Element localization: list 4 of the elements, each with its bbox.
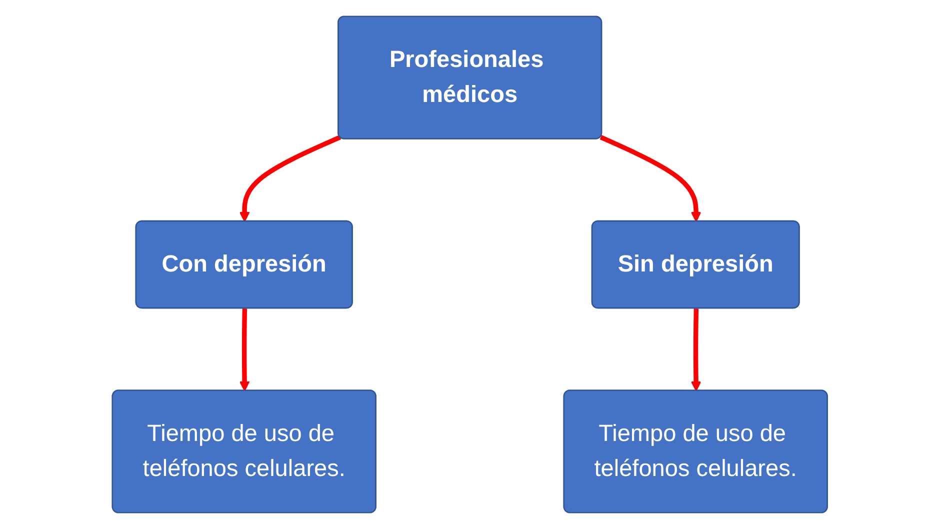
arrow <box>240 308 250 392</box>
arrow <box>240 135 342 222</box>
arrow <box>691 308 702 392</box>
arrow <box>600 135 702 222</box>
